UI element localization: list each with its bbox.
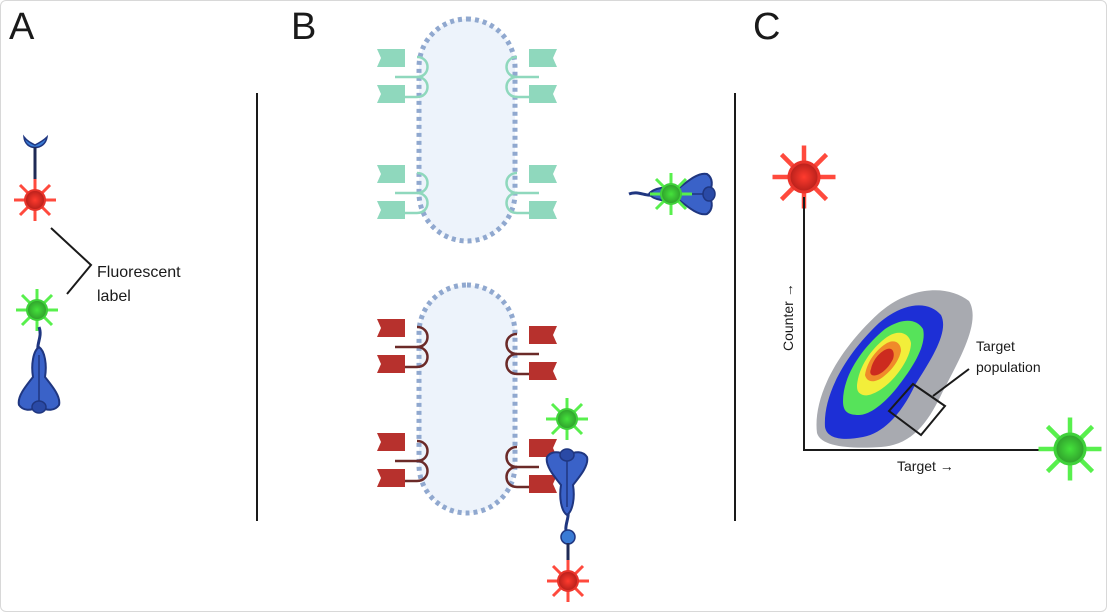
panel-letter-a: A <box>9 6 35 48</box>
cell-icon <box>416 16 518 244</box>
x-axis-label: Target → <box>897 458 954 474</box>
green-fluorophore-icon <box>1039 418 1102 481</box>
fluorescent-label-text-1: Fluorescent <box>97 264 181 281</box>
gate-label-line1: Target <box>976 338 1015 354</box>
green-fluorophore-icon <box>544 396 590 442</box>
green-fluorophore-icon <box>648 171 694 217</box>
red-fluorophore-icon <box>545 558 591 604</box>
red-fluorophore-icon <box>12 177 58 223</box>
panel-letter-b: B <box>291 6 316 48</box>
density-plot <box>816 290 973 448</box>
gate-connector <box>932 368 970 397</box>
antibody-icon <box>17 325 61 415</box>
receptor-icon <box>375 163 429 221</box>
target-gate <box>887 382 947 437</box>
label-connector <box>50 227 93 295</box>
antigen-probe-icon <box>560 529 576 571</box>
panel-letter-c: C <box>753 6 780 48</box>
gate-label-line2: population <box>976 359 1041 375</box>
fluorescent-label-text-2: label <box>97 288 131 305</box>
green-fluorophore-icon <box>14 287 60 333</box>
y-axis-label: Counter → <box>780 283 796 351</box>
cell-icon <box>416 282 518 516</box>
